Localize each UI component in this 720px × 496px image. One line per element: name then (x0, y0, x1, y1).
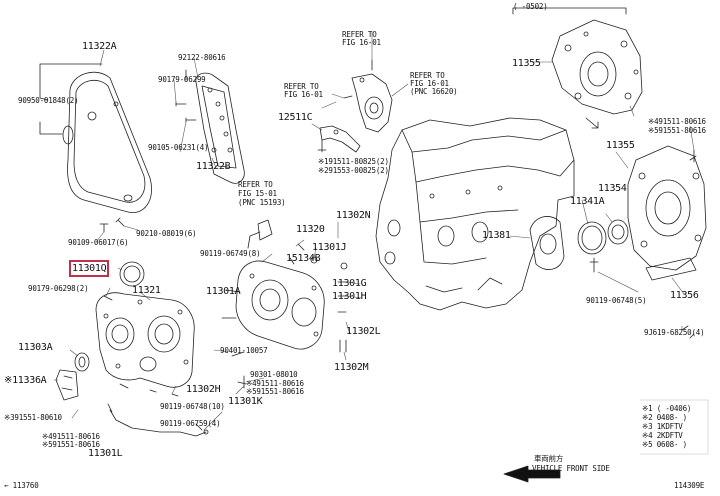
seal-11354 (607, 219, 629, 245)
part-11354[interactable]: 11354 (598, 183, 627, 194)
refer-fig-15-01-1: REFER TO (238, 180, 273, 189)
part-15134b[interactable]: 15134B (286, 253, 321, 264)
bracket-12511c (319, 125, 361, 153)
part-11321[interactable]: 11321 (132, 285, 161, 296)
part-11355-a[interactable]: 11355 (512, 58, 541, 69)
part-11355-b[interactable]: 11355 (606, 140, 635, 151)
bracket-11336a (55, 369, 79, 401)
direction-arrow (585, 117, 599, 129)
bolt-90105 (185, 117, 197, 123)
refer-fig-16-01-c-2[interactable]: FIG 16-01 (410, 79, 449, 88)
part-90119-c[interactable]: 90119-06749(8) (200, 249, 261, 258)
part-11301j[interactable]: 11301J (312, 242, 347, 253)
date-bracket (512, 7, 627, 15)
part-11356[interactable]: 11356 (670, 290, 699, 301)
refer-fig-15-01-2[interactable]: FIG 15-01 (238, 189, 277, 198)
vehicle-front-label-cn: 車両前方 (534, 454, 564, 463)
tensioner (351, 73, 393, 133)
part-11301l[interactable]: 11301L (88, 448, 123, 459)
refer-fig-16-01-c-1: REFER TO (410, 71, 445, 80)
part-11302n[interactable]: 11302N (336, 210, 371, 221)
note-1: ※1 ( -0406) (642, 404, 692, 413)
sensor-cable-11301l (107, 403, 209, 437)
part-591551-b[interactable]: ※591551-80616 (246, 387, 304, 396)
part-90210[interactable]: 90210-08019(6) (136, 229, 197, 238)
bolt-90119-d (589, 257, 599, 273)
part-11301a[interactable]: 11301A (206, 286, 241, 297)
note-4: ※4 2KDFTV (642, 431, 683, 440)
cap-90950 (62, 125, 74, 145)
front-cover-11321 (95, 292, 195, 388)
part-191511[interactable]: ※191511-80825(2) (318, 157, 389, 166)
part-11302m[interactable]: 11302M (334, 362, 369, 373)
part-591551-a[interactable]: ※591551-80616 (42, 440, 100, 449)
plate-11356 (645, 257, 697, 281)
rear-plate-11355 (627, 145, 707, 271)
vehicle-front-label: VEHICLE FRONT SIDE (532, 464, 610, 473)
leader-lines (53, 31, 695, 431)
bolt-90179 (175, 101, 187, 107)
part-491511-a[interactable]: ※491511-80616 (42, 432, 100, 441)
gasket-11341a (577, 221, 607, 255)
refer-fig-15-01-3: (PNC 15193) (238, 198, 286, 207)
refer-fig-16-01-b-1: REFER TO (284, 82, 319, 91)
part-11301k[interactable]: 11301K (228, 396, 263, 407)
note-5: ※5 0608- ) (642, 440, 687, 449)
part-11341a[interactable]: 11341A (570, 196, 605, 207)
part-12511c[interactable]: 12511C (278, 112, 313, 123)
refer-fig-16-01-c-3: (PNC 16620) (410, 87, 458, 96)
part-491511-b[interactable]: ※491511-80616 (246, 379, 304, 388)
refer-fig-16-01-b-2[interactable]: FIG 16-01 (284, 90, 323, 99)
bolt-90179-b (103, 295, 113, 301)
note-2: ※2 0408- ) (642, 413, 687, 422)
part-11322a[interactable]: 11322A (82, 41, 117, 52)
retainer-11381 (529, 216, 565, 270)
front-arrow (503, 465, 561, 483)
part-11301h[interactable]: 11301H (332, 291, 367, 302)
plate-11322b (195, 72, 245, 184)
part-11301g[interactable]: 11301G (332, 278, 367, 289)
part-11336a[interactable]: ※11336A (4, 375, 47, 386)
part-92122[interactable]: 92122-80616 (178, 53, 226, 62)
engine-block (375, 117, 575, 311)
refer-fig-16-01-a-2[interactable]: FIG 16-01 (342, 38, 381, 47)
illustration-code: 114309E (674, 481, 705, 490)
note-3: ※3 1KDFTV (642, 422, 683, 431)
timing-cover-11322a (67, 71, 152, 213)
oil-seal-11301q (119, 261, 145, 287)
bolt-90210 (115, 217, 125, 227)
part-11320[interactable]: 11320 (296, 224, 325, 235)
part-11381[interactable]: 11381 (482, 230, 511, 241)
part-90179-b[interactable]: 90179-06298(2) (28, 284, 89, 293)
part-391551-a[interactable]: ※391551-80610 (4, 413, 62, 422)
bolt-90109 (99, 223, 109, 233)
housing-11320 (235, 260, 325, 350)
part-90109[interactable]: 90109-06017(6) (68, 238, 129, 247)
part-90119-d[interactable]: 90119-06748(5) (586, 296, 647, 305)
part-11302h[interactable]: 11302H (186, 384, 221, 395)
part-90119-b[interactable]: 90119-06759(4) (160, 419, 221, 428)
rear-plate-11355-top (551, 19, 643, 115)
part-90301[interactable]: 90301-08010 (250, 370, 298, 379)
part-9j619[interactable]: 9J619-68250(4) (644, 328, 705, 337)
seal-11303a (74, 352, 90, 372)
part-90179-a[interactable]: 90179-06299 (158, 75, 206, 84)
part-491511-c[interactable]: ※491511-80616 (648, 117, 706, 126)
pipe-15193 (257, 219, 273, 241)
date-range: ( -0502) (513, 2, 548, 11)
part-11302l[interactable]: 11302L (346, 326, 381, 337)
part-11303a[interactable]: 11303A (18, 342, 53, 353)
part-11301q[interactable]: 11301Q (68, 260, 110, 277)
part-291553[interactable]: ※291553-00825(2) (318, 166, 389, 175)
part-90119-a[interactable]: 90119-06748(10) (160, 402, 225, 411)
footer-left-code: ← 113760 (4, 481, 39, 490)
part-11322b[interactable]: 11322B (196, 161, 231, 172)
part-591551-c[interactable]: ※591551-80616 (648, 126, 706, 135)
refer-fig-16-01-a-1: REFER TO (342, 30, 377, 39)
part-90950[interactable]: 90950-01848(2) (18, 96, 79, 105)
part-90401[interactable]: 90401-10057 (220, 346, 268, 355)
part-90105[interactable]: 90105-06231(4) (148, 143, 209, 152)
